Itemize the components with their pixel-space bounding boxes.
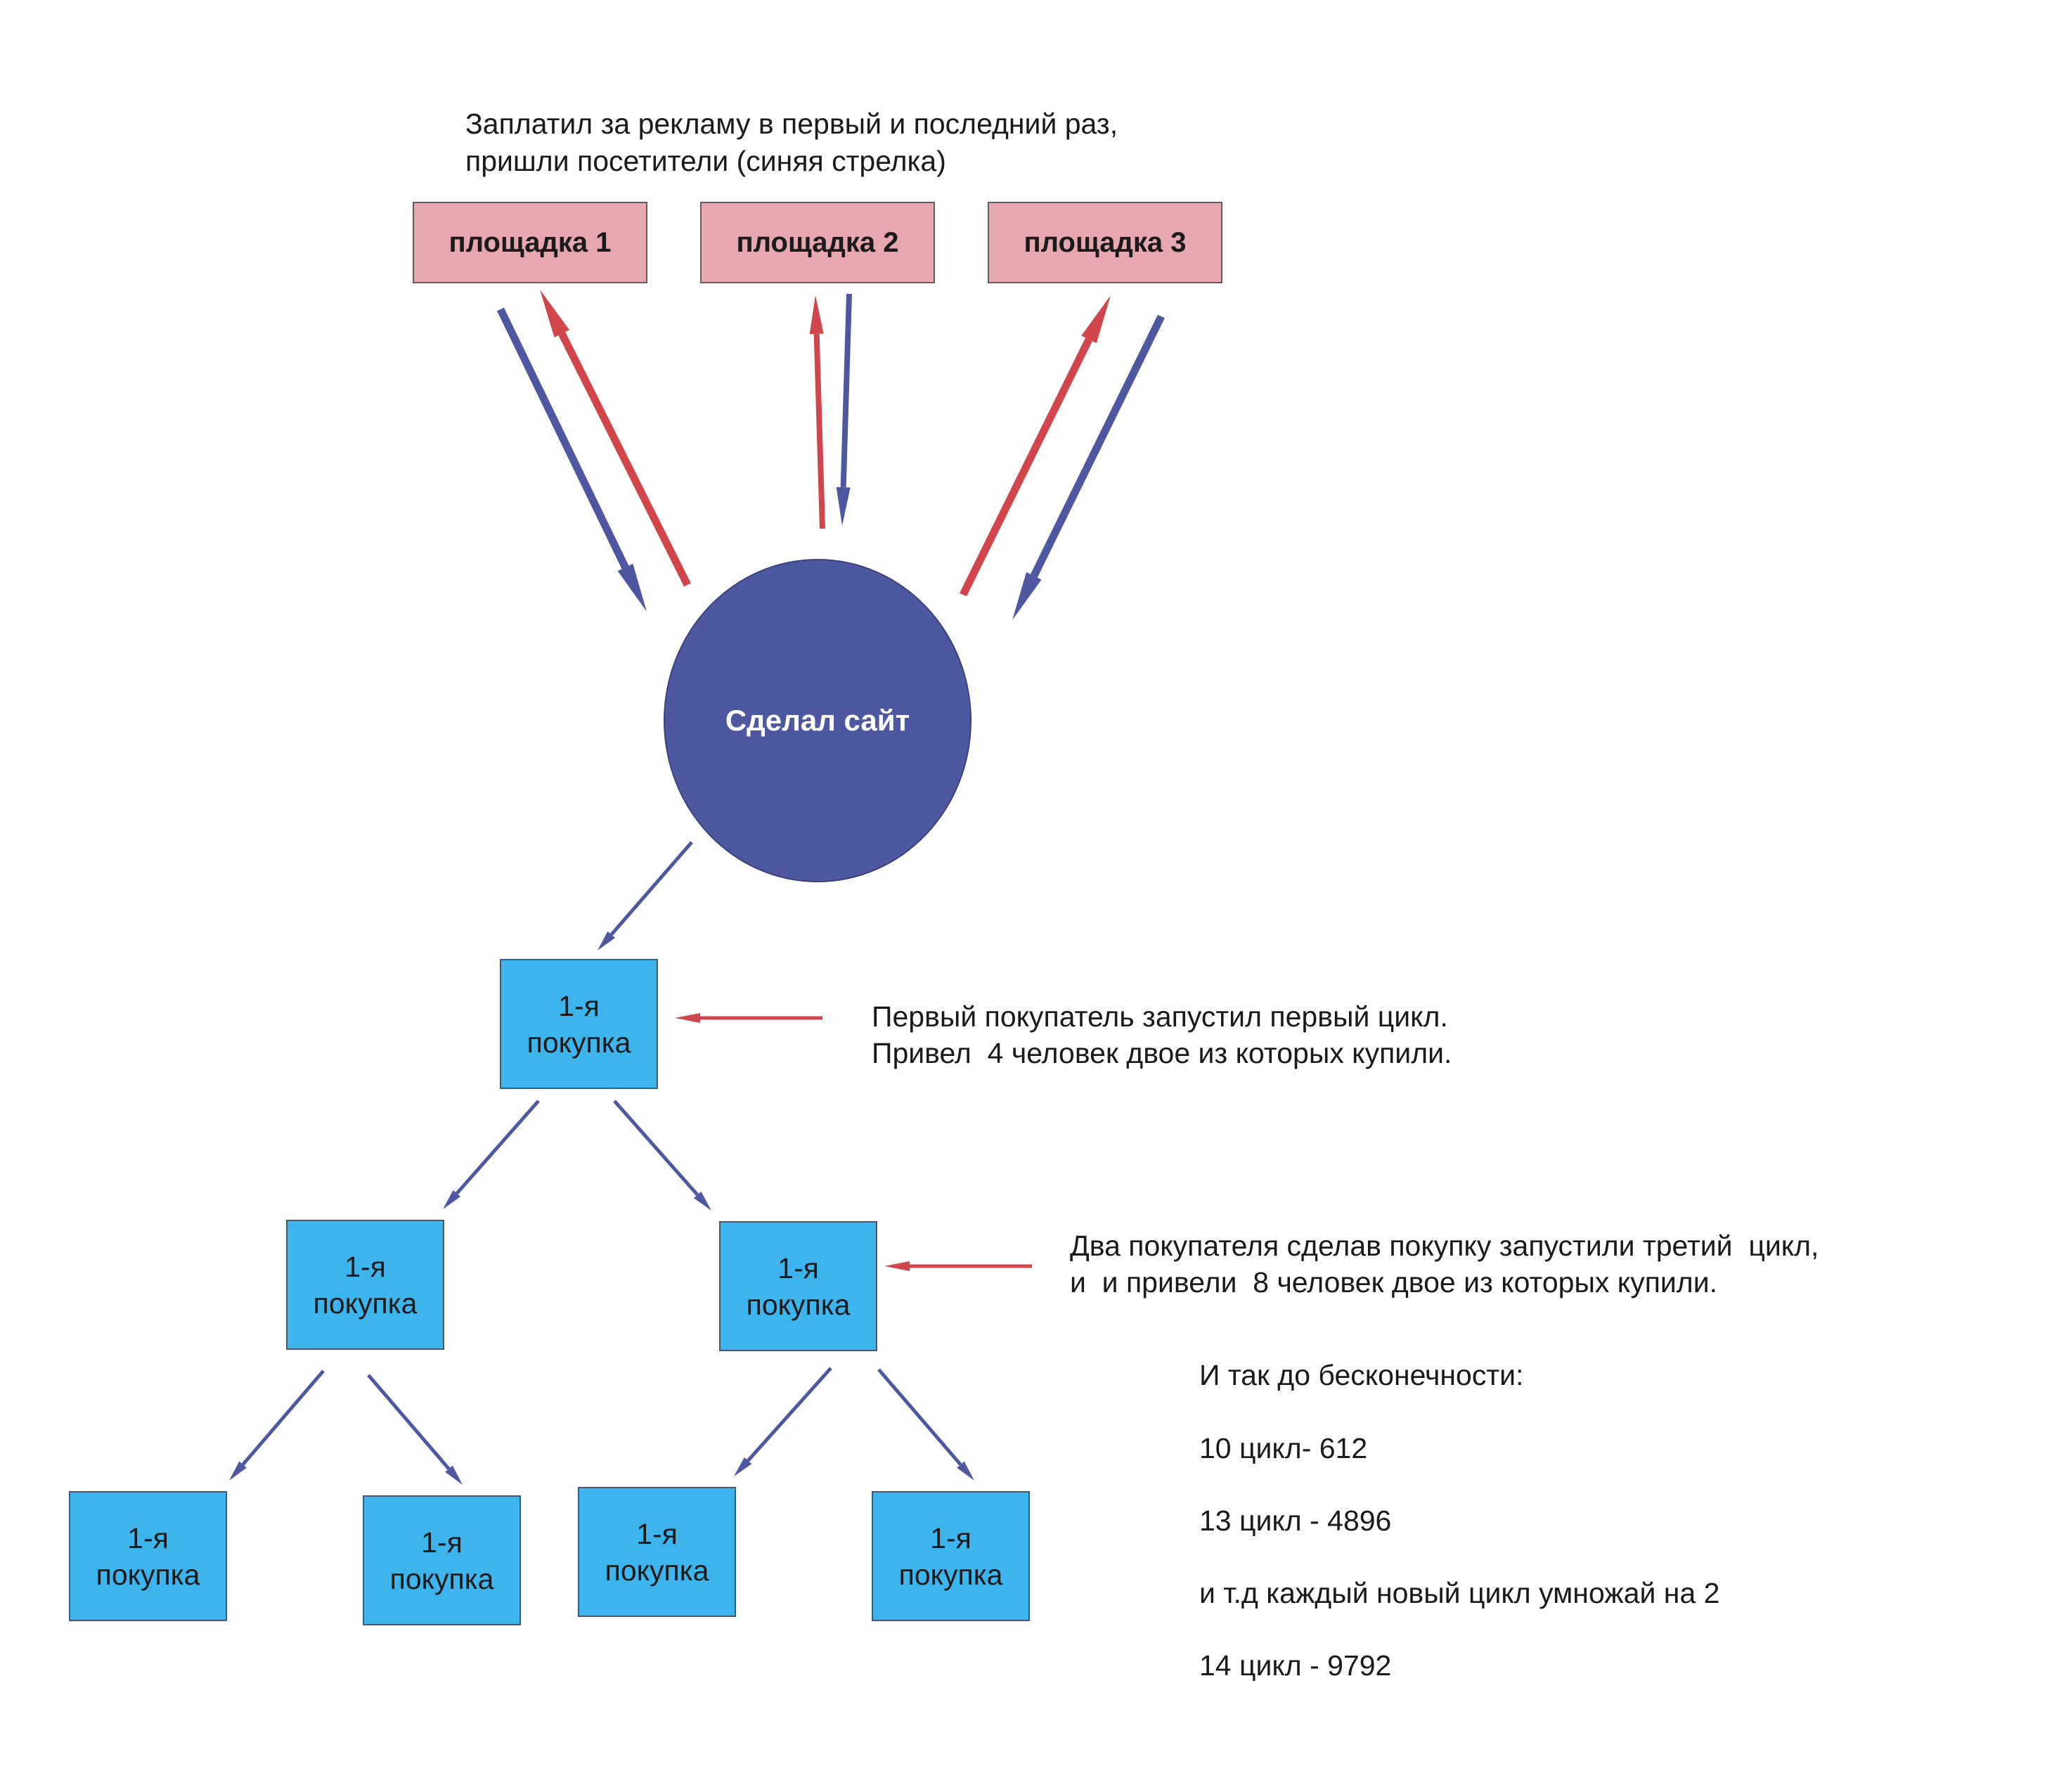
- purchase-node-right: 1-я покупка: [719, 1221, 877, 1351]
- header-note-line1: Заплатил за рекламу в первый и последний…: [465, 108, 1118, 140]
- purchase-label-line2: покупка: [527, 1026, 631, 1059]
- tree-arrow-site: [598, 841, 693, 950]
- platform-1: площадка 1: [413, 202, 647, 283]
- purchase-label-line2: покупка: [96, 1558, 200, 1591]
- note-pointer-arrow-1: [675, 1013, 822, 1023]
- visitor-arrow-1: [497, 307, 647, 612]
- purchase-node-leaf-2: 1-я покупка: [363, 1495, 521, 1625]
- visitor-arrow-3: [1012, 314, 1165, 620]
- platform-2: площадка 2: [700, 202, 935, 283]
- note-first-cycle-line1: Первый покупатель запустил первый цикл.: [872, 1000, 1448, 1033]
- purchase-label-line1: 1-я: [127, 1521, 169, 1554]
- header-note-line2: пришли посетители (синяя стрелка): [465, 145, 946, 177]
- purchase-node-left: 1-я покупка: [286, 1220, 444, 1350]
- infinity-title: И так до бесконечности:: [1199, 1359, 1524, 1391]
- purchase-label-line2: покупка: [898, 1558, 1003, 1591]
- tree-arrow-l2-4: [877, 1368, 974, 1481]
- note-pointer-arrow-2: [884, 1261, 1032, 1271]
- purchase-label-line1: 1-я: [344, 1250, 386, 1283]
- return-arrow-2: [809, 295, 825, 529]
- infinity-item: 10 цикл- 612: [1199, 1432, 1368, 1464]
- note-first-cycle-line2: Привел 4 человек двое из которых купили.: [872, 1037, 1452, 1069]
- purchase-label-line1: 1-я: [558, 989, 600, 1022]
- purchase-node-leaf-1: 1-я покупка: [69, 1491, 227, 1621]
- purchase-label-line2: покупка: [389, 1562, 494, 1595]
- infinity-item: 14 цикл - 9792: [1199, 1649, 1392, 1682]
- purchase-node-root: 1-я покупка: [500, 959, 658, 1089]
- return-arrow-3: [960, 295, 1111, 597]
- tree-arrow-l1-right: [613, 1100, 711, 1211]
- infinity-item: 13 цикл - 4896: [1199, 1504, 1392, 1537]
- visitor-arrow-2: [836, 293, 852, 526]
- purchase-label-line1: 1-я: [636, 1517, 678, 1550]
- purchase-label-line2: покупка: [746, 1288, 851, 1321]
- infinity-item: и т.д каждый новый цикл умножай на 2: [1199, 1577, 1720, 1609]
- purchase-node-leaf-4: 1-я покупка: [872, 1491, 1030, 1621]
- purchase-label-line1: 1-я: [777, 1251, 819, 1284]
- note-third-cycle-line2: и и привели 8 человек двое из которых ку…: [1070, 1266, 1718, 1298]
- tree-arrow-l2-1: [229, 1369, 325, 1481]
- tree-arrow-l2-2: [367, 1374, 463, 1485]
- return-arrow-1: [540, 290, 691, 587]
- purchase-label-line1: 1-я: [421, 1526, 463, 1559]
- note-third-cycle-line1: Два покупателя сделав покупку запустили …: [1070, 1230, 1819, 1262]
- purchase-label-line2: покупка: [605, 1554, 709, 1587]
- platform-3: площадка 3: [988, 202, 1222, 283]
- purchase-node-leaf-3: 1-я покупка: [578, 1487, 736, 1617]
- tree-arrow-l2-3: [734, 1367, 832, 1476]
- purchase-label-line2: покупка: [313, 1287, 418, 1320]
- purchase-label-line1: 1-я: [930, 1521, 971, 1554]
- site-circle: Сделал сайт: [664, 559, 971, 882]
- tree-arrow-l1-left: [443, 1100, 540, 1209]
- site-label: Сделал сайт: [725, 704, 910, 737]
